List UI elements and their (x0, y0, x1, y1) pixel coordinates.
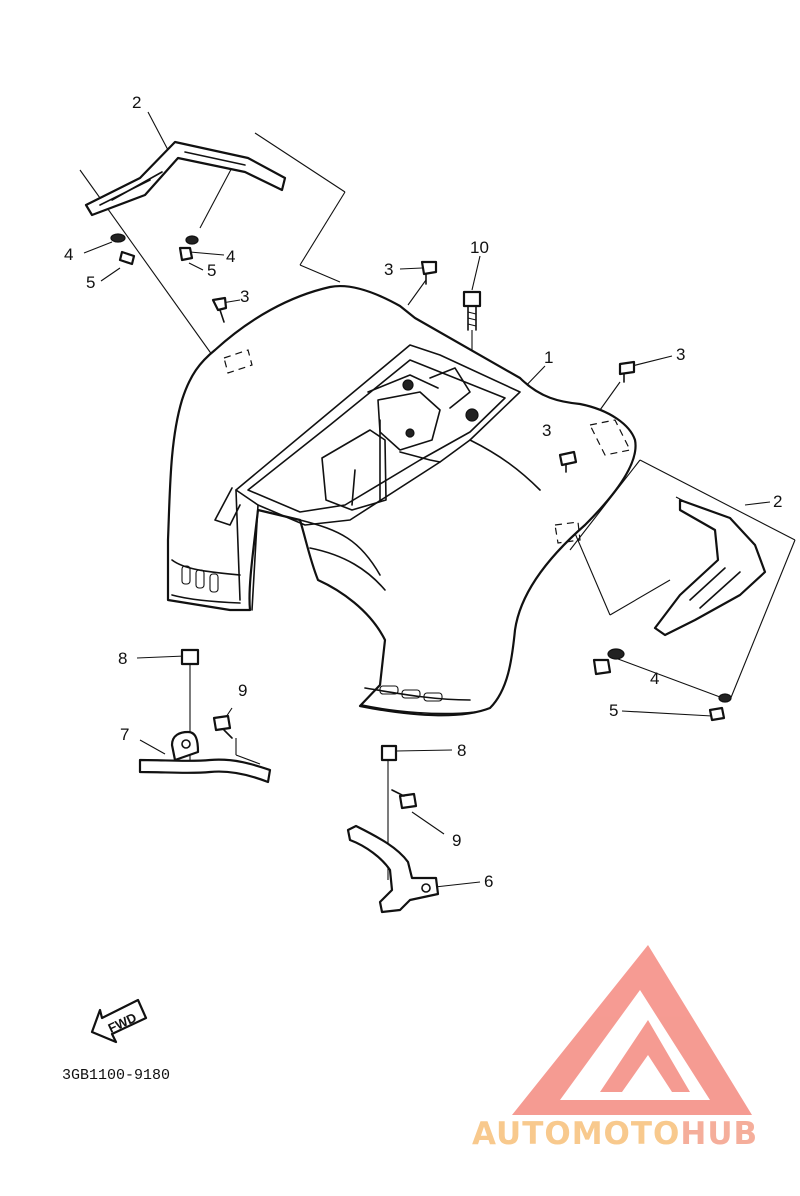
watermark: AUTOMOTOHUB (472, 945, 758, 1152)
callout-4: 4 (226, 247, 235, 266)
callout-5: 5 (207, 261, 216, 280)
callout-10: 10 (470, 238, 489, 257)
front-fender (166, 285, 637, 717)
right-flap (653, 498, 767, 637)
callout-8: 8 (118, 649, 127, 668)
stay-right (346, 824, 440, 914)
callout-3: 3 (542, 421, 551, 440)
callout-4: 4 (64, 245, 73, 264)
callout-2: 2 (132, 93, 141, 112)
callout-3: 3 (676, 345, 685, 364)
callout-3: 3 (240, 287, 249, 306)
watermark-logo-icon (512, 945, 752, 1115)
watermark-text-auto: AUTOMOTO (472, 1116, 680, 1152)
fwd-arrow: FWD (90, 998, 148, 1044)
callout-3: 3 (384, 260, 393, 279)
callout-labels: 2 4 5 4 5 3 3 10 1 3 3 2 8 9 7 8 4 5 9 6 (64, 93, 782, 891)
callout-6: 6 (484, 872, 493, 891)
callout-9: 9 (452, 831, 461, 850)
callout-4: 4 (650, 669, 659, 688)
callout-5: 5 (86, 273, 95, 292)
callout-2: 2 (773, 492, 782, 511)
watermark-text-hub: HUB (680, 1116, 758, 1152)
callout-8: 8 (457, 741, 466, 760)
left-flap (84, 140, 287, 217)
callout-9: 9 (238, 681, 247, 700)
svg-text:AUTOMOTOHUB: AUTOMOTOHUB (472, 1116, 758, 1152)
watermark-logo-inner-icon (600, 1020, 690, 1092)
fasteners (110, 233, 732, 810)
callout-7: 7 (120, 725, 129, 744)
callout-1: 1 (544, 348, 553, 367)
diagram-code: 3GB1100-9180 (62, 1067, 170, 1084)
callout-5: 5 (609, 701, 618, 720)
stay-left (138, 730, 272, 784)
